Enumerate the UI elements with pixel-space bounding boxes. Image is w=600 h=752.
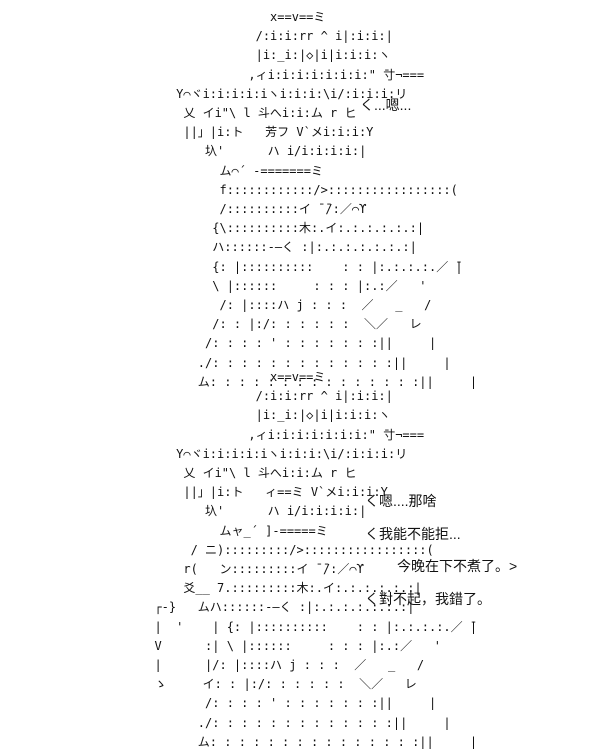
comic-panel-1: x==v==ミ /:i:i:rr ^ i|:i:i:| |i:_i:|◇|i|i… (0, 8, 600, 389)
ascii-art-figure-2: x==v==ミ /:i:i:rr ^ i|:i:i:| |i:_i:|◇|i|i… (154, 370, 478, 749)
dialogue-line: く我能不能拒... (365, 526, 461, 542)
ascii-art-figure-1: x==v==ミ /:i:i:rr ^ i|:i:i:| |i:_i:|◇|i|i… (176, 10, 478, 389)
dialogue-line: く對不起，我錯了。 (365, 591, 491, 607)
dialogue-line: く嗯....那啥 (365, 493, 437, 509)
dialogue-line: 今晚在下不煮了。> (397, 558, 518, 574)
dialogue-line: く...嗯... (360, 97, 412, 113)
comic-panel-2: x==v==ミ /:i:i:rr ^ i|:i:i:| |i:_i:|◇|i|i… (0, 368, 600, 749)
